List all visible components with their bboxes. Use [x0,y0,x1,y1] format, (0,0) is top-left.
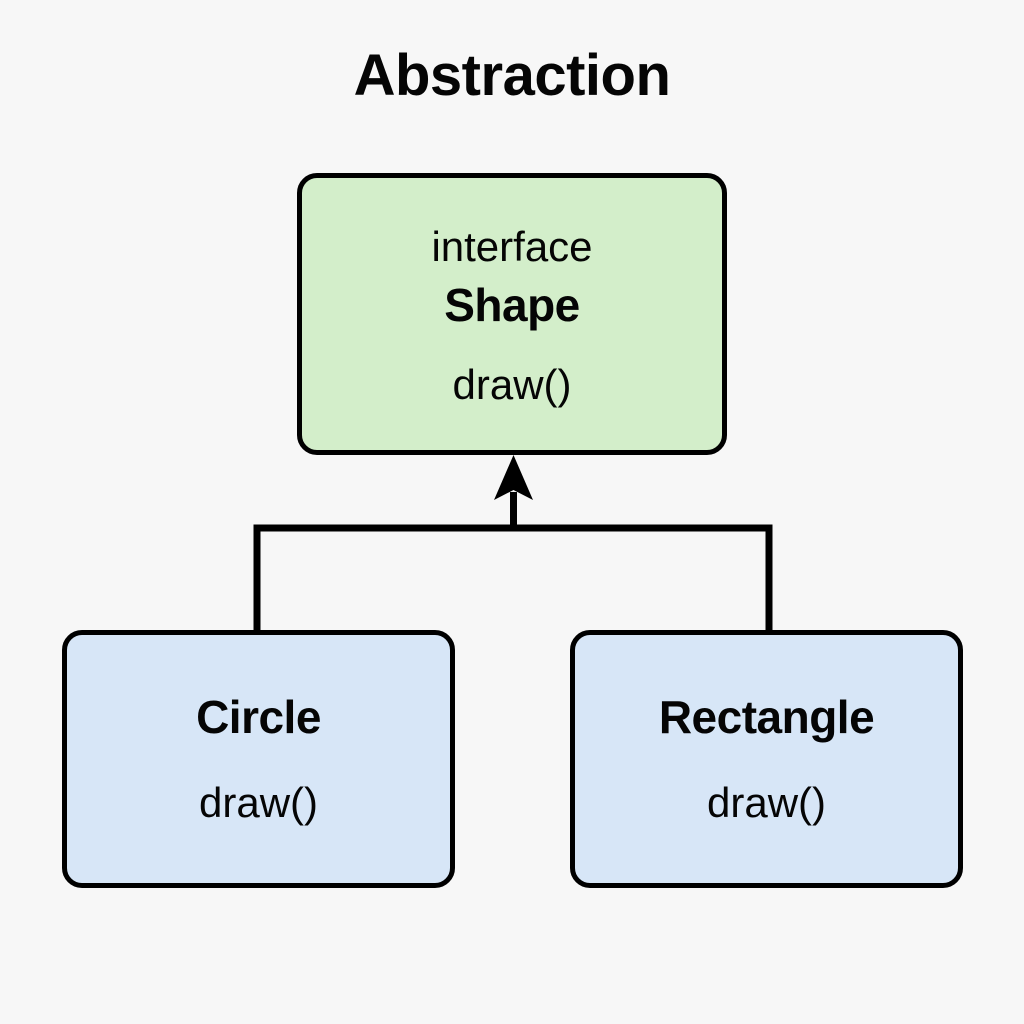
node-rectangle[interactable]: Rectangle draw() [570,630,963,888]
node-rectangle-name: Rectangle [658,691,875,743]
node-shape-name: Shape [444,279,580,331]
node-rectangle-method-draw: draw() [706,779,826,826]
page-title: Abstraction [353,43,671,108]
node-circle[interactable]: Circle draw() [62,630,455,888]
arrowhead-icon [494,455,533,500]
node-shape-interface[interactable]: interface Shape draw() [297,173,727,455]
node-shape-stereotype: interface [431,223,593,270]
node-shape-method-draw: draw() [452,361,572,408]
node-circle-method-draw: draw() [198,779,318,826]
node-circle-name: Circle [196,691,321,743]
